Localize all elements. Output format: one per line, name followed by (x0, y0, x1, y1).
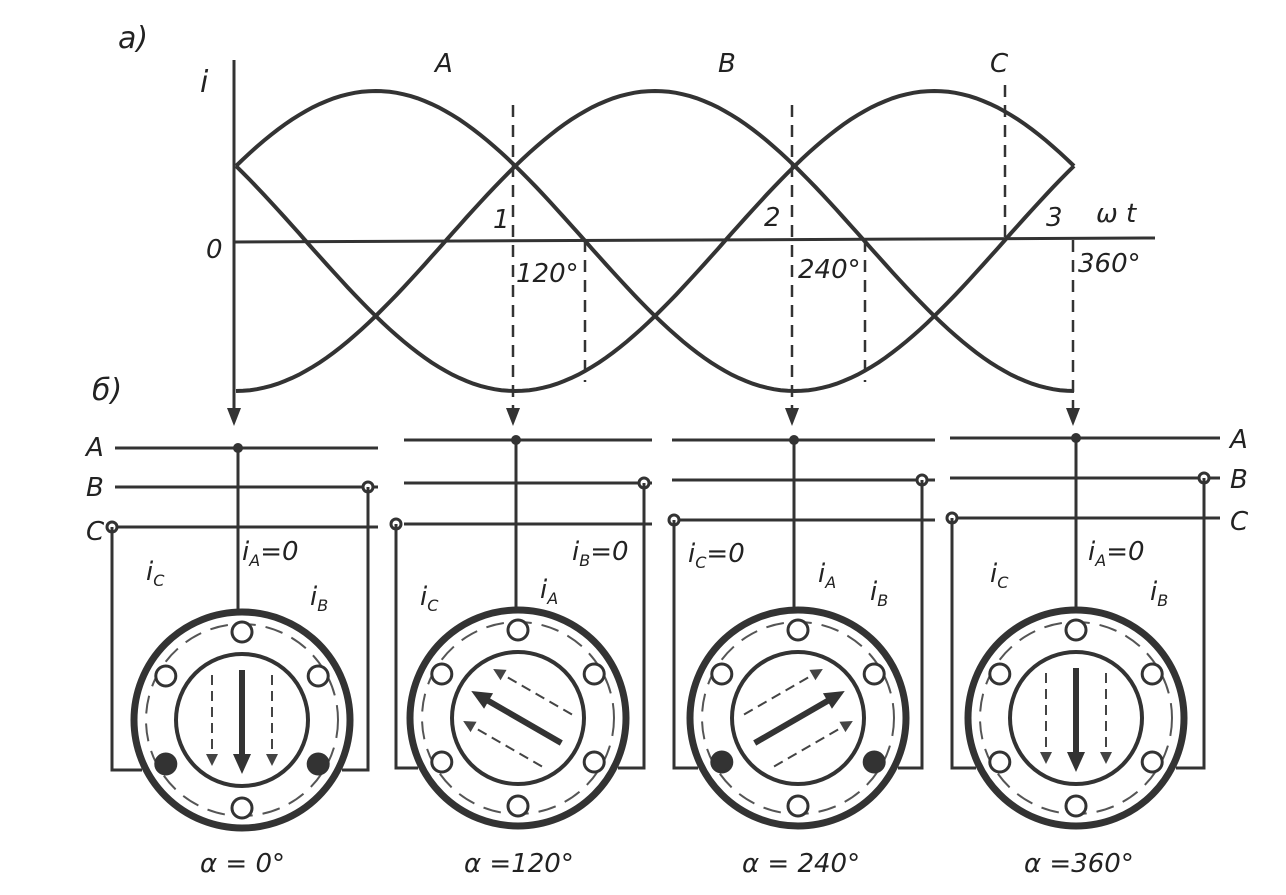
field-arrows (743, 669, 853, 768)
frame-1-alpha: α =120° (464, 849, 574, 879)
frame-alpha-360: α =360° iA=0 iB iC (945, 433, 1211, 879)
stator-slot (710, 750, 734, 774)
bus-right-c: C (1230, 507, 1249, 537)
frame-0-current-c: iC (146, 557, 165, 590)
wave-phase-c (234, 88, 1076, 394)
wave-label-b: B (718, 49, 736, 79)
bus-bars: б) A B C A B C (84, 373, 1249, 547)
frame-0-current-b: iB (310, 582, 328, 615)
frame-3-alpha: α =360° (1024, 849, 1134, 879)
stator-slot (1064, 794, 1088, 818)
stator-slot (988, 662, 1012, 686)
field-arrows (206, 670, 278, 774)
lead-c (110, 527, 142, 772)
stator-slot (862, 662, 886, 686)
frame-2-current-c: iC=0 (688, 539, 745, 572)
part-a-label: а) (118, 21, 148, 56)
stator-slot (506, 794, 530, 818)
point-1-angle: 120° (516, 259, 579, 289)
stator-slot (506, 618, 530, 642)
frame-2-current-a: iA (818, 559, 836, 592)
stator-slot (230, 620, 254, 644)
frame-alpha-0: α = 0° iA=0 iB iC (105, 443, 375, 879)
lead-c (394, 524, 418, 770)
frame-0-current-a: iA=0 (242, 537, 299, 570)
point-1-number: 1 (493, 205, 510, 235)
stator-slot (1140, 662, 1164, 686)
lead-c (950, 518, 976, 770)
stator-slot (1064, 618, 1088, 642)
frame-2-alpha: α = 240° (742, 849, 860, 879)
bus-right-a: A (1228, 425, 1248, 455)
part-b-label: б) (92, 373, 122, 408)
field-arrows (463, 669, 573, 768)
frame-1-current-c: iC (420, 582, 439, 615)
stator-slot (306, 752, 330, 776)
frame-3-current-b: iB (1150, 577, 1168, 610)
lead-b (618, 483, 646, 770)
frame-2-current-b: iB (870, 577, 888, 610)
field-arrows (1040, 668, 1112, 772)
stator-slot (306, 664, 330, 688)
axis-wt-label: ω t (1096, 199, 1137, 229)
dashed-arrow-heads (227, 408, 1080, 426)
frame-3-current-c: iC (990, 559, 1009, 592)
point-3-number: 3 (1046, 203, 1063, 233)
stator-slot (230, 796, 254, 820)
stator-slot (582, 662, 606, 686)
point-2-number: 2 (764, 203, 781, 233)
waveform-plot: а) i 0 ω t A B C 1 120° 2 240° 3 360° (118, 21, 1156, 426)
bus-left-a: A (84, 433, 104, 463)
bus-left-c: C (86, 517, 105, 547)
frame-3-current-a: iA=0 (1088, 537, 1145, 570)
lead-b (342, 487, 370, 772)
frame-alpha-120: α =120° iA iB=0 iC (389, 435, 651, 879)
stator-slot (582, 750, 606, 774)
frame-1-current-a: iA (540, 575, 558, 608)
axis-i-label: i (200, 65, 209, 100)
wave-label-a: A (433, 49, 453, 79)
frame-0-alpha: α = 0° (200, 849, 285, 879)
wave-label-c: C (990, 49, 1009, 79)
lead-c (672, 520, 698, 770)
bus-right-b: B (1230, 465, 1248, 495)
stator-slot (988, 750, 1012, 774)
frame-1-current-b: iB=0 (572, 537, 629, 570)
stator-slot (430, 750, 454, 774)
stator-slot (710, 662, 734, 686)
lead-b (1176, 478, 1206, 770)
axis-origin-label: 0 (206, 235, 223, 265)
point-2-angle: 240° (798, 255, 861, 285)
stator-slot (1140, 750, 1164, 774)
dashed-guides (511, 85, 1075, 420)
stator-slot (786, 794, 810, 818)
frame-alpha-240: α = 240° iA iB iC=0 (667, 435, 929, 879)
stator-slot (786, 618, 810, 642)
stator-slot (862, 750, 886, 774)
lead-b (898, 480, 924, 770)
time-axis (233, 236, 1156, 244)
bus-left-b: B (86, 473, 104, 503)
stator-slot (154, 664, 178, 688)
stator-slot (154, 752, 178, 776)
point-3-angle: 360° (1078, 249, 1141, 279)
stator-slot (430, 662, 454, 686)
